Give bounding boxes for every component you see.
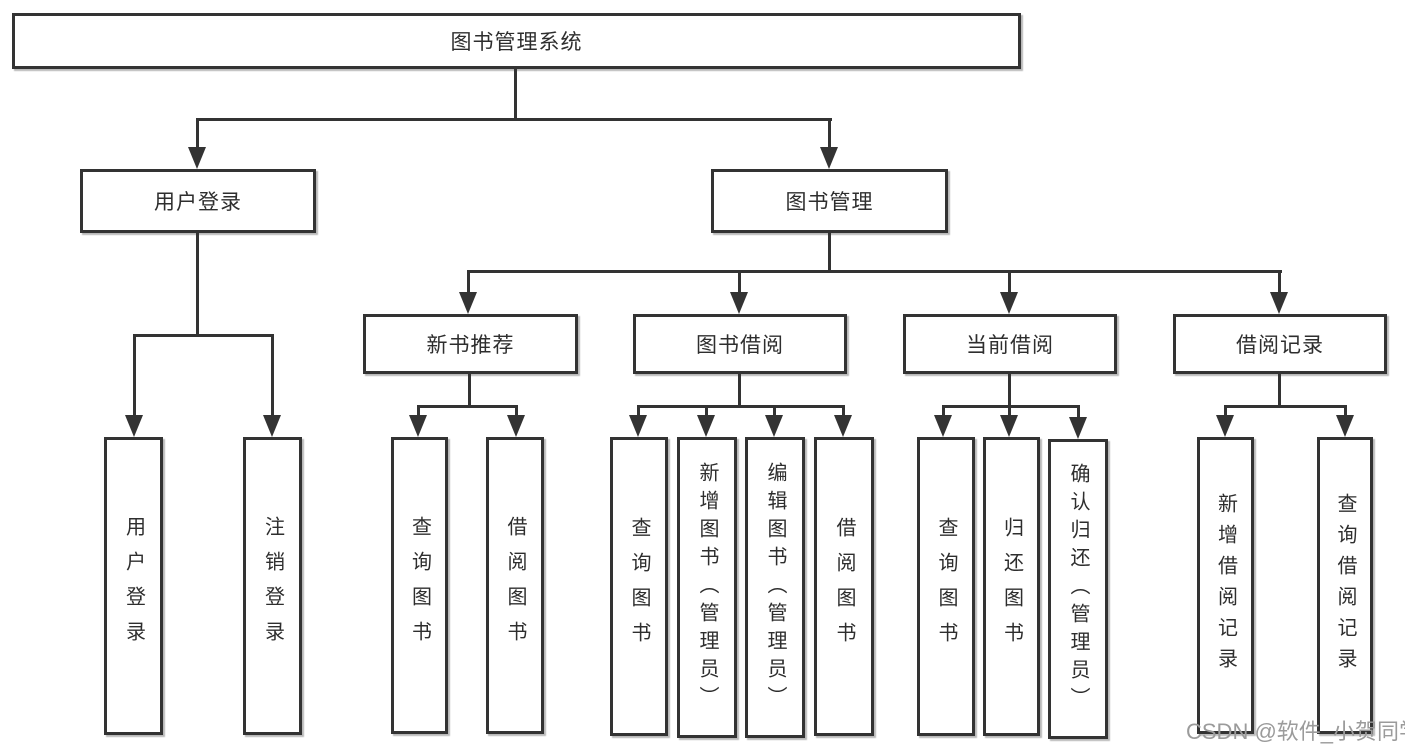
connector-line xyxy=(1278,270,1281,296)
connector-line xyxy=(133,334,274,337)
node-new-book-recommend-label: 新书推荐 xyxy=(426,334,515,357)
leaf-query-books-recommend-label: 查询图书 xyxy=(408,515,431,656)
connector-line xyxy=(196,118,832,121)
leaf-edit-books-admin: 编辑图书（管理员） xyxy=(745,437,805,738)
leaf-confirm-return-admin-label: 确认归还（管理员） xyxy=(1067,463,1089,715)
leaf-query-books-borrowing: 查询图书 xyxy=(610,437,668,736)
leaf-confirm-return-admin: 确认归还（管理员） xyxy=(1048,439,1108,739)
connector-line xyxy=(637,405,845,408)
node-current-borrowing: 当前借阅 xyxy=(903,314,1117,374)
node-borrowing-records-label: 借阅记录 xyxy=(1236,334,1324,357)
leaf-query-borrow-record: 查询借阅记录 xyxy=(1317,437,1373,734)
leaf-user-login: 用户登录 xyxy=(104,437,163,735)
leaf-query-books-current: 查询图书 xyxy=(917,437,975,736)
leaf-query-books-borrowing-label: 查询图书 xyxy=(628,516,650,657)
arrow-down-icon xyxy=(1000,292,1018,314)
node-root: 图书管理系统 xyxy=(12,13,1021,69)
connector-line xyxy=(417,405,420,418)
connector-line xyxy=(1077,405,1080,420)
connector-line xyxy=(515,405,518,418)
arrow-down-icon xyxy=(834,415,852,437)
arrow-down-icon xyxy=(765,415,783,437)
leaf-add-borrow-record-label: 新增借阅记录 xyxy=(1214,492,1237,679)
arrow-down-icon xyxy=(934,415,952,437)
leaf-edit-books-admin-label: 编辑图书（管理员） xyxy=(764,461,786,714)
leaf-add-books-admin: 新增图书（管理员） xyxy=(677,437,737,738)
connector-line xyxy=(828,118,831,151)
leaf-add-borrow-record: 新增借阅记录 xyxy=(1197,437,1254,734)
leaf-borrow-books-recommend-label: 借阅图书 xyxy=(504,515,526,656)
node-borrowing-records: 借阅记录 xyxy=(1173,314,1387,374)
node-user-login-label: 用户登录 xyxy=(154,191,242,214)
leaf-query-books-current-label: 查询图书 xyxy=(935,516,957,657)
connector-line xyxy=(705,405,708,418)
arrow-down-icon xyxy=(125,415,143,437)
connector-line xyxy=(1224,405,1227,418)
connector-line xyxy=(1008,374,1011,408)
connector-line xyxy=(467,270,470,296)
leaf-return-books: 归还图书 xyxy=(983,437,1040,736)
arrow-down-icon xyxy=(1069,417,1087,439)
arrow-down-icon xyxy=(629,415,647,437)
leaf-borrow-books-recommend: 借阅图书 xyxy=(486,437,544,734)
arrow-down-icon xyxy=(697,415,715,437)
arrow-down-icon xyxy=(820,147,838,169)
node-new-book-recommend: 新书推荐 xyxy=(363,314,578,374)
connector-line xyxy=(942,405,945,418)
arrow-down-icon xyxy=(1270,292,1288,314)
connector-line xyxy=(1008,270,1011,296)
node-book-management: 图书管理 xyxy=(711,169,948,233)
connector-line xyxy=(1224,405,1347,408)
connector-line xyxy=(738,374,741,408)
connector-line xyxy=(773,405,776,418)
arrow-down-icon xyxy=(188,147,206,169)
node-book-borrowing-label: 图书借阅 xyxy=(696,334,784,357)
leaf-add-books-admin-label: 新增图书（管理员） xyxy=(696,461,718,714)
connector-line xyxy=(196,118,199,151)
node-root-label: 图书管理系统 xyxy=(450,31,583,54)
connector-line xyxy=(133,334,136,419)
leaf-return-books-label: 归还图书 xyxy=(1000,516,1023,657)
arrow-down-icon xyxy=(459,292,477,314)
arrow-down-icon xyxy=(1216,415,1234,437)
arrow-down-icon xyxy=(409,415,427,437)
connector-line xyxy=(842,405,845,418)
leaf-query-borrow-record-label: 查询借阅记录 xyxy=(1334,492,1356,679)
leaf-user-login-label: 用户登录 xyxy=(122,516,145,656)
connector-line xyxy=(1344,405,1347,418)
connector-line xyxy=(514,69,517,121)
connector-line xyxy=(467,270,1282,273)
arrow-down-icon xyxy=(263,415,281,437)
node-current-borrowing-label: 当前借阅 xyxy=(966,334,1054,357)
leaf-borrow-books-borrowing-label: 借阅图书 xyxy=(833,516,855,657)
node-user-login: 用户登录 xyxy=(80,169,316,233)
arrow-down-icon xyxy=(507,415,525,437)
connector-line xyxy=(271,334,274,419)
connector-line xyxy=(1008,405,1011,418)
watermark-text: CSDN @软件_小贺同学 xyxy=(1186,719,1405,744)
connector-line xyxy=(1278,374,1281,408)
arrow-down-icon xyxy=(1000,415,1018,437)
leaf-borrow-books-borrowing: 借阅图书 xyxy=(814,437,874,736)
connector-line xyxy=(828,233,831,273)
connector-line xyxy=(637,405,640,418)
node-book-management-label: 图书管理 xyxy=(785,191,874,214)
arrow-down-icon xyxy=(1336,415,1354,437)
connector-line xyxy=(196,233,199,337)
connector-line xyxy=(738,270,741,296)
leaf-query-books-recommend: 查询图书 xyxy=(391,437,448,734)
leaf-logout-login: 注销登录 xyxy=(243,437,302,735)
node-book-borrowing: 图书借阅 xyxy=(633,314,847,374)
arrow-down-icon xyxy=(730,292,748,314)
connector-line xyxy=(417,405,518,408)
connector-line xyxy=(942,405,1080,408)
connector-line xyxy=(468,374,471,408)
leaf-logout-login-label: 注销登录 xyxy=(261,516,284,656)
